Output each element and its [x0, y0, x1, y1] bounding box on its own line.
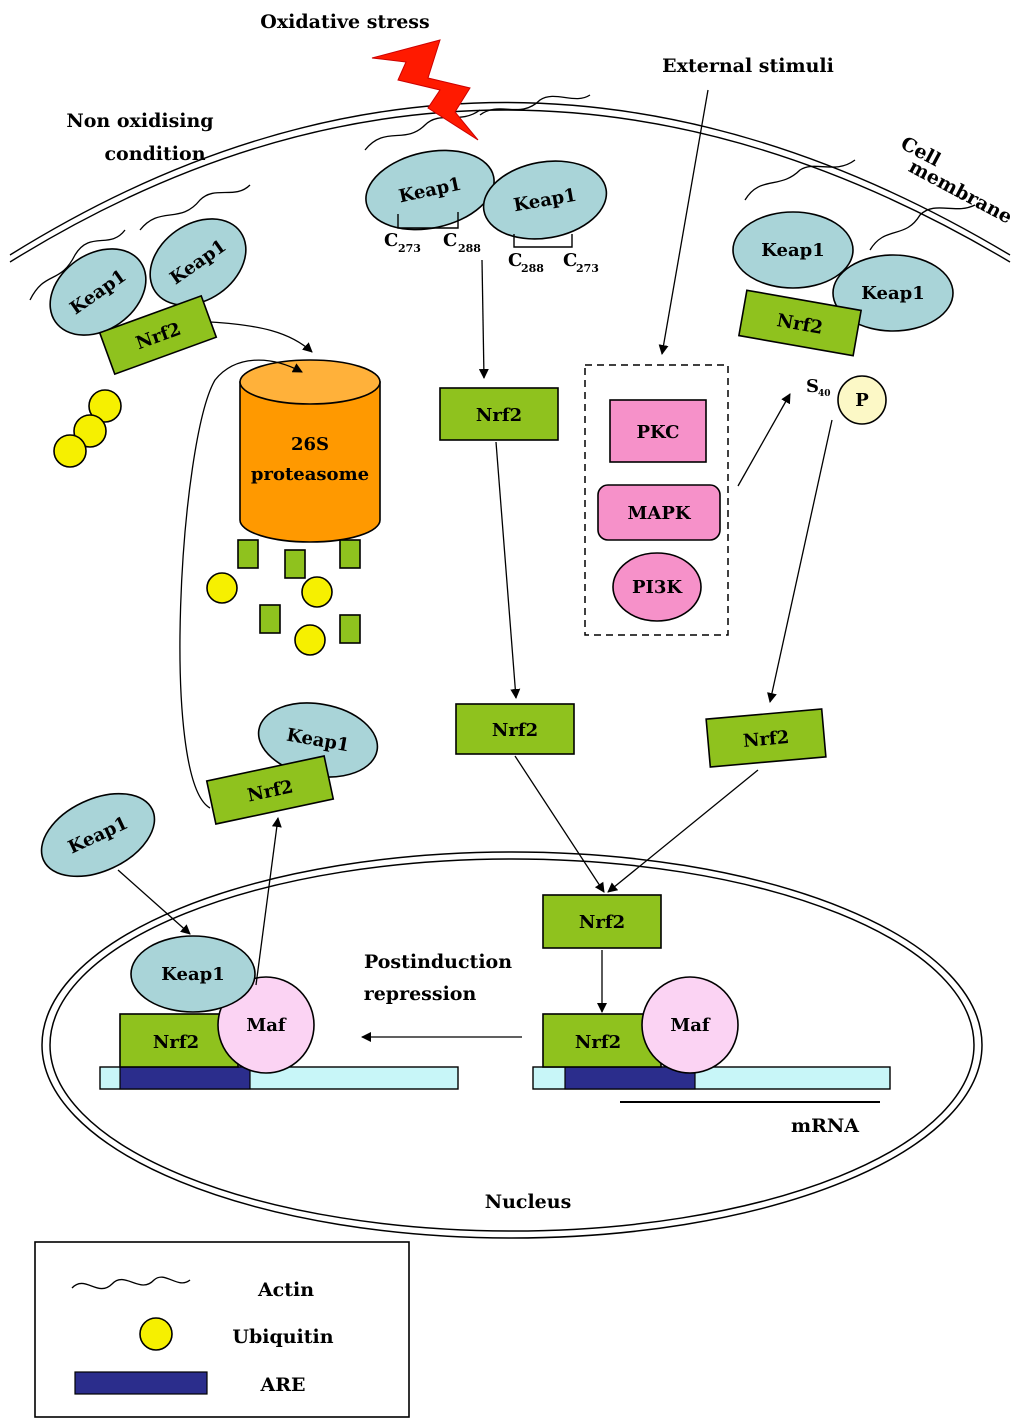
keap1-left-2: Keap1: [149, 218, 247, 306]
legend-are-icon: [74, 1371, 208, 1395]
svg-text:288: 288: [521, 262, 544, 275]
legend-are-label: ARE: [259, 1374, 305, 1396]
cell-membrane-label-line2: membrane: [905, 156, 1016, 229]
external-stimuli-label: External stimuli: [662, 55, 834, 77]
nrf2-right-membrane: Nrf2: [737, 289, 863, 357]
nrf2-nuclear: Nrf2: [542, 894, 662, 949]
kinase-pkc: PKC: [609, 399, 707, 463]
arrow-external-stimuli: [658, 89, 709, 355]
non-oxidising-label-line2: condition: [104, 143, 205, 165]
keap1-center-2: Keap1: [482, 160, 608, 240]
legend-actin-icon: [71, 1276, 191, 1290]
legend-ubiquitin-label: Ubiquitin: [232, 1326, 333, 1348]
arrow-phospho-nrf2-down: [767, 419, 833, 703]
legend-ubiquitin-icon: [139, 1317, 173, 1351]
proteasome-label-line1: 26S: [291, 434, 329, 455]
nrf2-right-lower: Nrf2: [705, 708, 827, 768]
serine-site: S 40: [806, 376, 831, 399]
arrow-nrf2-to-proteasome: [209, 321, 313, 353]
svg-text:PKC: PKC: [636, 422, 679, 443]
svg-text:C: C: [384, 230, 398, 251]
svg-text:273: 273: [398, 242, 421, 255]
svg-text:C: C: [563, 250, 577, 271]
arrow-right-to-nucleus: [607, 769, 759, 893]
legend: Actin Ubiquitin ARE: [34, 1241, 410, 1418]
cysteine-links-left: C 273 C 288: [384, 212, 481, 255]
are-left: [119, 1066, 251, 1090]
svg-text:PI3K: PI3K: [632, 577, 683, 598]
nucleus-label: Nucleus: [485, 1191, 572, 1213]
nucleus: Nucleus: [41, 851, 983, 1239]
actin-filaments: [29, 94, 976, 301]
dna-right: [532, 1066, 891, 1090]
svg-text:Keap1: Keap1: [161, 964, 224, 985]
maf-right: Maf: [641, 976, 739, 1074]
non-oxidising-label-line1: Non oxidising: [66, 110, 213, 132]
keap1-exported: Keap1: [257, 702, 379, 778]
phosphate-group: P: [837, 375, 887, 425]
proteasome-label-line2: proteasome: [251, 464, 369, 485]
cell-membrane: [9, 101, 1011, 263]
postinduction-label-line2: repression: [364, 983, 477, 1005]
arrow-keap1-import: [117, 869, 191, 935]
proteasome: 26S proteasome: [239, 359, 381, 543]
svg-text:Nrf2: Nrf2: [579, 912, 625, 933]
keap1-nuclear: Keap1: [130, 935, 256, 1013]
mrna-label: mRNA: [791, 1115, 859, 1137]
keap1-center-1: Keap1: [365, 149, 495, 231]
legend-actin-label: Actin: [257, 1279, 314, 1301]
arrow-nrf2-export: [255, 817, 282, 986]
kinase-pi3k: PI3K: [612, 552, 702, 622]
postinduction-label-line1: Postinduction: [364, 951, 512, 973]
svg-text:C: C: [443, 230, 457, 251]
keap1-right-2: Keap1: [832, 254, 954, 332]
nrf2-exported: Nrf2: [205, 755, 335, 825]
nrf2-released: Nrf2: [439, 387, 559, 441]
keap1-right-1: Keap1: [732, 211, 854, 289]
maf-left: Maf: [217, 976, 315, 1074]
svg-text:Nrf2: Nrf2: [575, 1032, 621, 1053]
degradation-fragments: [206, 539, 361, 656]
svg-text:Keap1: Keap1: [861, 283, 924, 304]
svg-text:40: 40: [818, 389, 831, 399]
ubiquitin-chain: [53, 389, 122, 468]
kinase-box: [584, 364, 729, 636]
svg-text:Nrf2: Nrf2: [742, 727, 790, 752]
oxidative-stress-bolt-icon: [371, 39, 479, 141]
arrow-export-to-proteasome: [179, 359, 303, 809]
svg-text:Nrf2: Nrf2: [153, 1032, 199, 1053]
svg-text:Keap1: Keap1: [761, 240, 824, 261]
arrow-release-nrf2: [478, 259, 489, 379]
keap1-free: Keap1: [40, 792, 156, 878]
svg-text:MAPK: MAPK: [627, 503, 691, 524]
svg-text:Maf: Maf: [670, 1015, 711, 1036]
arrow-center-to-nucleus: [514, 755, 605, 893]
cysteine-links-right: C 288 C 273: [508, 234, 599, 275]
arrow-kinase-to-phospho: [737, 393, 791, 487]
svg-text:288: 288: [458, 242, 481, 255]
svg-text:Maf: Maf: [246, 1015, 287, 1036]
svg-text:S: S: [806, 376, 819, 397]
svg-text:P: P: [855, 390, 869, 411]
arrow-nrf2-down-center: [495, 441, 521, 699]
svg-text:Nrf2: Nrf2: [476, 405, 522, 426]
oxidative-stress-label: Oxidative stress: [260, 11, 429, 33]
nrf2-center-lower: Nrf2: [455, 703, 575, 755]
svg-text:Nrf2: Nrf2: [492, 720, 538, 741]
svg-text:C: C: [508, 250, 522, 271]
svg-text:273: 273: [576, 262, 599, 275]
kinase-mapk: MAPK: [597, 484, 721, 541]
nrf2-left-membrane: Nrf2: [98, 294, 218, 376]
keap1-left-1: Keap1: [49, 248, 147, 336]
